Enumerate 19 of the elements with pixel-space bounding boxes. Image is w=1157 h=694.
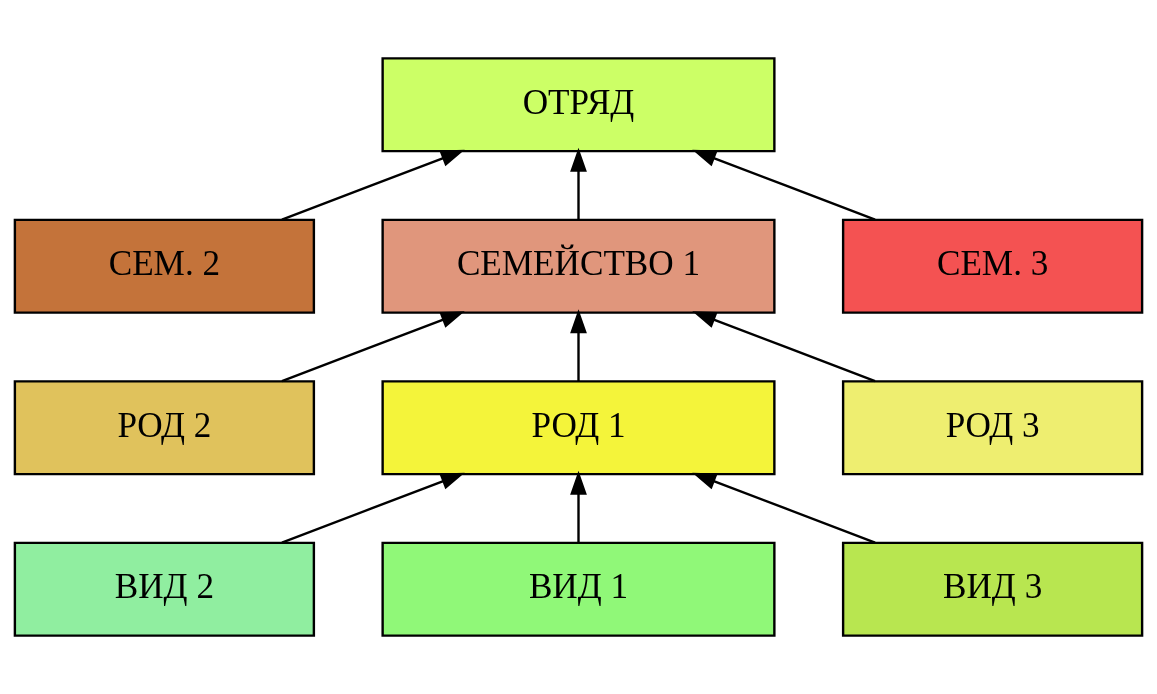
arrow <box>281 149 465 221</box>
arrow <box>570 470 587 543</box>
node-box: ВИД 3 <box>841 541 1144 637</box>
arrow <box>692 149 876 221</box>
node-box: ОТРЯД <box>381 57 776 153</box>
node-box: РОД 2 <box>13 380 316 476</box>
arrow <box>692 311 876 383</box>
arrow <box>281 472 465 544</box>
arrow <box>281 311 465 383</box>
node-box: СЕМ. 3 <box>841 218 1144 314</box>
node-box: СЕМЕЙСТВО 1 <box>381 218 776 314</box>
node-box: РОД 1 <box>381 380 776 476</box>
arrow <box>570 147 587 220</box>
node-box: ВИД 1 <box>381 541 776 637</box>
arrow <box>692 472 876 544</box>
node-box: РОД 3 <box>841 380 1144 476</box>
arrow <box>570 309 587 382</box>
node-box: СЕМ. 2 <box>13 218 316 314</box>
node-box: ВИД 2 <box>13 541 316 637</box>
